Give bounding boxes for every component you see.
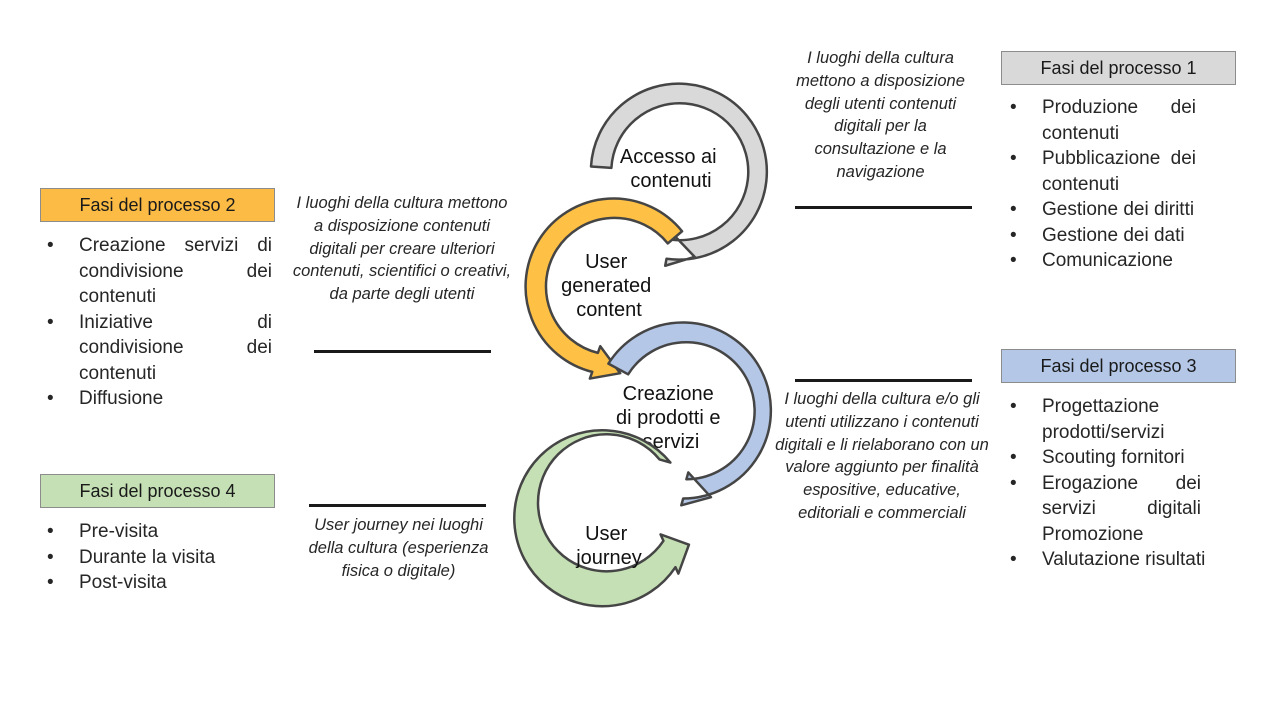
phase3-title-box: Fasi del processo 3 <box>1001 349 1236 383</box>
ring-creation-arrow <box>607 321 773 507</box>
ring-creation-label: Creazione di prodotti e servizi <box>616 383 726 453</box>
phase4-list: •Pre-visita •Durante la visita •Post-vis… <box>42 519 272 596</box>
phase4-title: Fasi del processo 4 <box>79 481 236 501</box>
list-item: •Comunicazione <box>1010 250 1173 271</box>
ring-ugc-label: User generated content <box>561 251 657 321</box>
phase3-description: I luoghi della cultura e/o gli utenti ut… <box>775 390 989 522</box>
list-item: •Scouting fornitori <box>1010 447 1185 468</box>
phase2-divider <box>314 350 491 353</box>
phase2-description: I luoghi della cultura mettono a disposi… <box>292 194 512 304</box>
list-item: •Pre-visita <box>47 521 159 542</box>
phase2-list: •Creazione servizi di condivisione dei c… <box>42 233 272 412</box>
list-item: •Iniziative di condivisione dei contenut… <box>47 311 272 384</box>
list-item: •Pubblicazione dei contenuti <box>1010 148 1196 195</box>
phase1-list: •Produzione dei contenuti •Pubblicazione… <box>1005 95 1196 274</box>
list-item: •Gestione dei diritti <box>1010 199 1195 220</box>
phase1-title-box: Fasi del processo 1 <box>1001 51 1236 85</box>
list-item: •Progettazione prodotti/servizi <box>1010 396 1165 443</box>
phase4-divider <box>309 504 486 507</box>
list-item: •Diffusione <box>47 388 164 409</box>
list-item: •Produzione dei contenuti <box>1010 97 1196 144</box>
ring-ugc-arrow <box>524 197 684 380</box>
phase3-title: Fasi del processo 3 <box>1040 356 1197 376</box>
phase3-list: •Progettazione prodotti/servizi •Scoutin… <box>1005 394 1241 573</box>
ring-access-arrow <box>589 82 769 267</box>
phase1-divider <box>795 206 972 209</box>
list-item: •Gestione dei dati <box>1010 224 1185 246</box>
phase1-title: Fasi del processo 1 <box>1040 58 1197 78</box>
phase4-title-box: Fasi del processo 4 <box>40 474 275 508</box>
ring-journey-label: User journey <box>575 523 642 569</box>
ring-access-label: Accesso ai contenuti <box>620 146 722 192</box>
phase1-description: I luoghi della cultura mettono a disposi… <box>796 49 965 181</box>
ring-journey-arrow <box>513 429 691 608</box>
list-item: •Valutazione risultati <box>1010 549 1206 570</box>
phase4-description: User journey nei luoghi della cultura (e… <box>308 516 489 580</box>
phase2-title: Fasi del processo 2 <box>79 195 236 215</box>
list-item: •Creazione servizi di condivisione dei c… <box>47 235 272 307</box>
phase2-title-box: Fasi del processo 2 <box>40 188 275 222</box>
phase3-divider <box>795 379 972 382</box>
list-item: •Post-visita <box>47 572 167 593</box>
list-item: •Durante la visita <box>47 546 216 568</box>
list-item: •Erogazione dei servizi digitali Promozi… <box>1010 472 1201 545</box>
